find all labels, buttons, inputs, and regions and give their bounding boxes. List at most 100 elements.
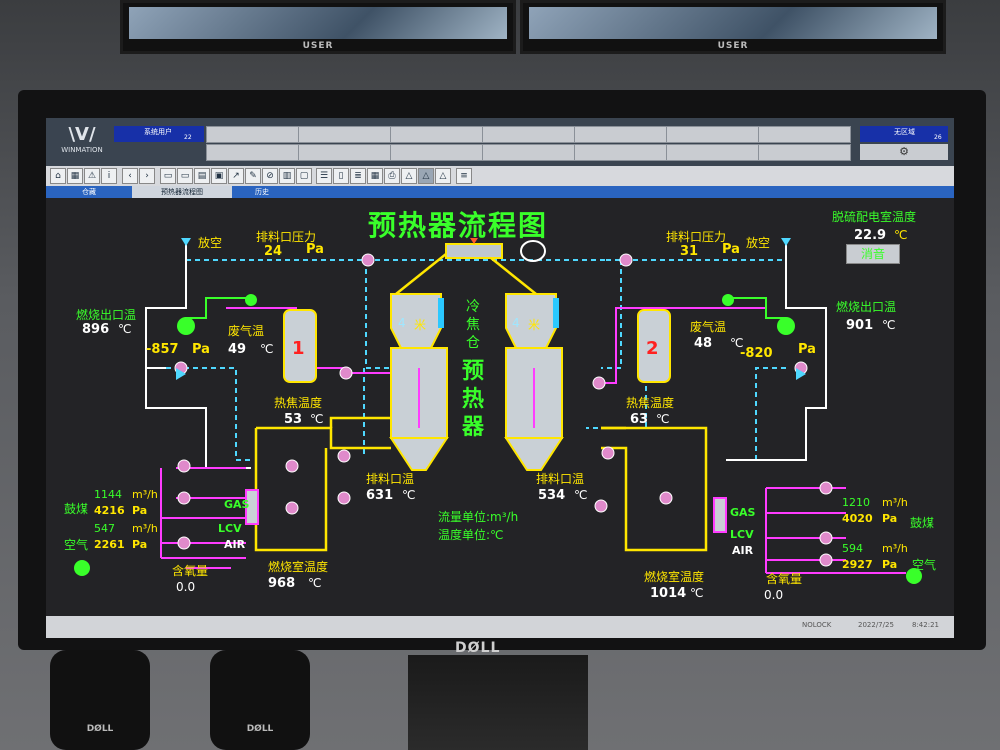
mute-button[interactable]: 消音: [846, 244, 900, 264]
doc-icon[interactable]: ▯: [333, 168, 349, 184]
right-air-flow-unit: m³/h: [882, 542, 908, 555]
left-air-pressure: 2261: [94, 538, 125, 551]
stop-icon[interactable]: ⊘: [262, 168, 278, 184]
left-coal-flow: 1144: [94, 488, 122, 501]
cooling-silo-label: 冷焦仓: [466, 299, 480, 351]
white-line: [145, 238, 207, 458]
alarm-cell[interactable]: [390, 126, 483, 143]
alarm-cells: [206, 126, 856, 161]
trend-icon[interactable]: ↗: [228, 168, 244, 184]
right-exhaust-label: 废气温: [690, 320, 727, 334]
right-discharge-pressure-value: 31: [680, 244, 699, 259]
warning-icon[interactable]: ⚠: [84, 168, 100, 184]
window-icon[interactable]: ▭: [160, 168, 176, 184]
alarm-cell[interactable]: [666, 144, 759, 161]
alarm-cell[interactable]: [206, 126, 299, 143]
table-icon[interactable]: ▦: [367, 168, 383, 184]
right-burner-outlet-value: 901: [846, 318, 874, 333]
alarm-cell[interactable]: [758, 126, 851, 143]
alarm-cell[interactable]: [298, 144, 391, 161]
alarm-cell[interactable]: [390, 144, 483, 161]
heater-1-number: 1: [292, 338, 305, 359]
tab-history[interactable]: 历史: [255, 188, 269, 196]
right-silo-level-unit: 米: [528, 318, 541, 332]
left-air-pressure-unit: Pa: [132, 538, 148, 551]
right-hot-coke-unit: ℃: [656, 412, 670, 426]
chart-icon[interactable]: △: [435, 168, 451, 184]
left-preheater-cone: [389, 437, 449, 471]
home-icon[interactable]: ⌂: [50, 168, 66, 184]
monitor-brand: DØLL: [455, 640, 501, 656]
right-discharge-pressure-unit: Pa: [722, 242, 740, 257]
info-icon[interactable]: i: [101, 168, 117, 184]
right-discharge-temp-unit: ℃: [574, 488, 588, 502]
winmation-logo: \V/ WINMATION: [61, 124, 103, 154]
right-silo-level-value: 4: [512, 316, 520, 330]
speaker-brand: DØLL: [246, 724, 274, 734]
report-icon[interactable]: ☰: [316, 168, 332, 184]
settings-icon[interactable]: ⚙: [860, 144, 948, 160]
alarm-cell[interactable]: [666, 126, 759, 143]
panel-icon[interactable]: ▥: [279, 168, 295, 184]
feed-fan-icon: [520, 240, 546, 262]
left-burner: [245, 489, 259, 525]
left-discharge-temp-value: 631: [366, 488, 394, 503]
header-bar: \V/ WINMATION 系统用户 22 无区域 26 ⚙: [46, 118, 954, 166]
right-vent-label: 放空: [746, 236, 771, 250]
alarm-cell[interactable]: [206, 144, 299, 161]
right-valve-icon: [722, 294, 734, 306]
alarm-cell[interactable]: [574, 126, 667, 143]
chat-icon[interactable]: ▢: [296, 168, 312, 184]
alarm-cell[interactable]: [482, 126, 575, 143]
print-icon[interactable]: ⎙: [384, 168, 400, 184]
alarm-cell[interactable]: [482, 144, 575, 161]
user-indicator[interactable]: 系统用户 22: [114, 126, 204, 142]
yellow-line: [601, 426, 708, 552]
right-exhaust-unit: ℃: [730, 336, 744, 350]
preheater-label: 预热器: [462, 359, 485, 440]
left-lcv-tag: LCV: [218, 522, 242, 535]
status-time: 8:42:21: [912, 621, 939, 629]
back-icon[interactable]: ‹: [122, 168, 138, 184]
left-discharge-pressure-unit: Pa: [306, 242, 324, 257]
image-icon[interactable]: ▣: [211, 168, 227, 184]
left-discharge-pressure-value: 24: [264, 244, 283, 259]
room-temp-unit: ℃: [894, 228, 908, 242]
magenta-line: [161, 467, 246, 559]
left-air-flow: 547: [94, 522, 115, 535]
edit-icon[interactable]: ✎: [245, 168, 261, 184]
left-discharge-temp-unit: ℃: [402, 488, 416, 502]
cyan-line: [601, 260, 622, 369]
left-combustion-unit: ℃: [308, 576, 322, 590]
tab-preheater-flow[interactable]: 预热器流程图: [132, 186, 232, 198]
layout-icon[interactable]: ▤: [194, 168, 210, 184]
speaker-right: DØLL: [210, 650, 310, 750]
forward-icon[interactable]: ›: [139, 168, 155, 184]
top-monitor-left: USER: [120, 0, 516, 54]
left-air-fan-icon: [74, 560, 90, 576]
tab-storage[interactable]: 仓藏: [82, 188, 96, 196]
left-air-flow-unit: m³/h: [132, 522, 158, 535]
alarm-cell[interactable]: [574, 144, 667, 161]
right-burner-outlet-label: 燃烧出口温: [836, 300, 897, 314]
alarm-cell[interactable]: [758, 144, 851, 161]
window-icon[interactable]: ▭: [177, 168, 193, 184]
top-monitor-brand: USER: [717, 41, 749, 51]
monitor-stand: [408, 655, 588, 750]
magenta-line: [226, 307, 391, 374]
menu-icon[interactable]: ≡: [456, 168, 472, 184]
left-hot-coke-label: 热焦温度: [274, 396, 323, 410]
room-temp-value: 22.9: [854, 228, 887, 243]
right-discharge-pressure-label: 排料口压力: [666, 230, 727, 244]
yellow-line: [329, 416, 391, 428]
area-indicator[interactable]: 无区域 26: [860, 126, 948, 142]
grid-icon[interactable]: ▦: [67, 168, 83, 184]
chart-icon[interactable]: △: [401, 168, 417, 184]
list-icon[interactable]: ≣: [350, 168, 366, 184]
white-line: [145, 367, 166, 408]
chart-icon[interactable]: △: [418, 168, 434, 184]
right-oxygen-value: 0.0: [764, 588, 784, 602]
right-fan-pressure-value: -820: [740, 346, 773, 361]
alarm-cell[interactable]: [298, 126, 391, 143]
left-oxygen-label: 含氧量: [172, 564, 209, 578]
